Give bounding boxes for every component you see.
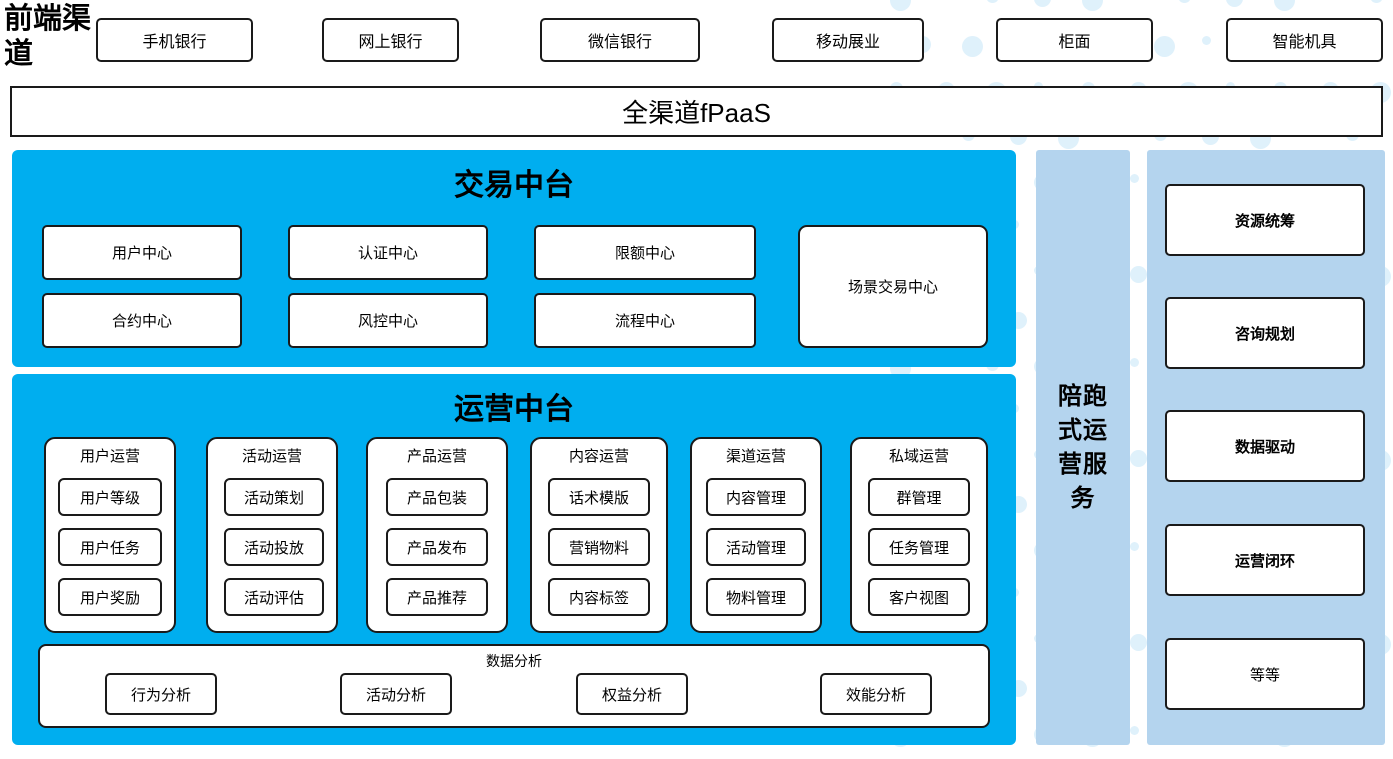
ops-item-label: 物料管理: [725, 589, 786, 607]
ops-item-user-reward[interactable]: 用户奖励: [58, 578, 162, 616]
ops-item-label: 用户任务: [79, 539, 140, 557]
capability-box-etc[interactable]: 等等: [1165, 638, 1365, 710]
ops-item-label: 内容管理: [725, 489, 786, 507]
capability-box-label: 等等: [1249, 666, 1280, 684]
ops-item-marketing-material[interactable]: 营销物料: [548, 528, 650, 566]
ops-item-user-task[interactable]: 用户任务: [58, 528, 162, 566]
channel-box-counter[interactable]: 柜面: [996, 18, 1153, 62]
ops-column-title: 产品运营: [406, 448, 467, 465]
channel-box-wechat-bank[interactable]: 微信银行: [540, 18, 700, 62]
trade-box-risk-center[interactable]: 风控中心: [288, 293, 488, 348]
omni-channel-fpaas-bar[interactable]: 全渠道fPaaS: [10, 86, 1383, 137]
analysis-item-label: 行为分析: [130, 686, 191, 704]
ops-item-customer-view[interactable]: 客户视图: [868, 578, 970, 616]
channel-box-label: 网上银行: [358, 34, 423, 51]
trade-box-contract-center[interactable]: 合约中心: [42, 293, 242, 348]
ops-item-label: 内容标签: [568, 589, 629, 607]
ops-item-user-level[interactable]: 用户等级: [58, 478, 162, 516]
ops-center-title: 运营中台: [454, 393, 574, 426]
ops-item-label: 营销物料: [568, 539, 629, 557]
ops-item-script-template[interactable]: 话术模版: [548, 478, 650, 516]
trade-box-process-center[interactable]: 流程中心: [534, 293, 756, 348]
capability-box-resource-coordination[interactable]: 资源统筹: [1165, 184, 1365, 256]
ops-item-campaign-planning[interactable]: 活动策划: [224, 478, 324, 516]
channel-box-label: 微信银行: [587, 34, 652, 51]
trade-box-label: 限额中心: [614, 245, 675, 262]
ops-item-label: 活动评估: [243, 589, 304, 607]
capability-box-label: 咨询规划: [1234, 325, 1295, 343]
ops-item-campaign-evaluation[interactable]: 活动评估: [224, 578, 324, 616]
trade-box-label: 用户中心: [111, 245, 172, 262]
ops-item-content-tag[interactable]: 内容标签: [548, 578, 650, 616]
capability-box-label: 数据驱动: [1234, 438, 1295, 456]
data-analysis-title: 数据分析: [486, 653, 542, 669]
ops-item-label: 产品包装: [406, 489, 467, 507]
capability-box-label: 运营闭环: [1234, 552, 1295, 570]
ops-item-group-management[interactable]: 群管理: [868, 478, 970, 516]
trade-box-auth-center[interactable]: 认证中心: [288, 225, 488, 280]
analysis-item-efficiency[interactable]: 效能分析: [820, 673, 932, 715]
ops-column-title: 私域运营: [888, 448, 949, 465]
analysis-item-campaign[interactable]: 活动分析: [340, 673, 452, 715]
channel-box-label: 柜面: [1058, 34, 1091, 51]
ops-item-label: 话术模版: [568, 489, 629, 507]
ops-item-product-release[interactable]: 产品发布: [386, 528, 488, 566]
ops-column-title: 渠道运营: [725, 448, 786, 465]
ops-item-label: 任务管理: [888, 539, 949, 557]
ops-item-label: 活动投放: [243, 539, 304, 557]
ops-item-campaign-delivery[interactable]: 活动投放: [224, 528, 324, 566]
analysis-item-label: 权益分析: [601, 686, 662, 704]
ops-item-label: 活动策划: [243, 489, 304, 507]
analysis-item-benefit[interactable]: 权益分析: [576, 673, 688, 715]
channel-box-online-bank[interactable]: 网上银行: [322, 18, 459, 62]
trade-box-label: 风控中心: [357, 313, 418, 330]
ops-item-content-management[interactable]: 内容管理: [706, 478, 806, 516]
ops-column-title: 活动运营: [241, 448, 302, 465]
channel-box-label: 手机银行: [142, 34, 207, 51]
accompanying-operation-service-column[interactable]: 陪跑 式运 营服 务: [1036, 150, 1130, 745]
ops-item-label: 产品推荐: [406, 589, 467, 607]
ops-item-label: 客户视图: [888, 589, 949, 607]
ops-item-label: 用户等级: [79, 489, 140, 507]
ops-item-task-management[interactable]: 任务管理: [868, 528, 970, 566]
ops-item-product-packaging[interactable]: 产品包装: [386, 478, 488, 516]
ops-item-label: 产品发布: [406, 539, 467, 557]
ops-column-title: 用户运营: [79, 448, 140, 465]
analysis-item-label: 效能分析: [845, 686, 906, 704]
ops-item-material-management[interactable]: 物料管理: [706, 578, 806, 616]
ops-item-product-recommend[interactable]: 产品推荐: [386, 578, 488, 616]
trade-box-label: 认证中心: [357, 245, 418, 262]
trade-box-label: 流程中心: [614, 313, 675, 330]
front-channel-label: 前端渠道: [4, 3, 92, 70]
trade-box-scenario-trade-center[interactable]: 场景交易中心: [798, 225, 988, 348]
capability-box-operation-closed-loop[interactable]: 运营闭环: [1165, 524, 1365, 596]
ops-item-label: 群管理: [896, 489, 942, 507]
ops-column-title: 内容运营: [568, 448, 629, 465]
ops-item-label: 活动管理: [725, 539, 786, 557]
capability-box-data-driven[interactable]: 数据驱动: [1165, 410, 1365, 482]
trade-box-user-center[interactable]: 用户中心: [42, 225, 242, 280]
trade-center-title: 交易中台: [454, 169, 574, 202]
fpaas-label: 全渠道fPaaS: [622, 98, 771, 128]
capability-box-label: 资源统筹: [1234, 212, 1295, 230]
channel-box-smart-device[interactable]: 智能机具: [1226, 18, 1383, 62]
ops-item-campaign-management[interactable]: 活动管理: [706, 528, 806, 566]
trade-box-limit-center[interactable]: 限额中心: [534, 225, 756, 280]
analysis-item-behavior[interactable]: 行为分析: [105, 673, 217, 715]
analysis-item-label: 活动分析: [365, 686, 426, 704]
channel-box-mobile-bank[interactable]: 手机银行: [96, 18, 253, 62]
channel-box-label: 智能机具: [1272, 34, 1337, 51]
capability-box-consulting-planning[interactable]: 咨询规划: [1165, 297, 1365, 369]
trade-box-label: 合约中心: [111, 313, 172, 330]
service-column-label: 陪跑 式运 营服 务: [1058, 382, 1108, 512]
trade-box-label: 场景交易中心: [847, 279, 938, 296]
ops-item-label: 用户奖励: [79, 589, 140, 607]
channel-box-label: 移动展业: [815, 34, 880, 51]
channel-box-mobile-business[interactable]: 移动展业: [772, 18, 924, 62]
